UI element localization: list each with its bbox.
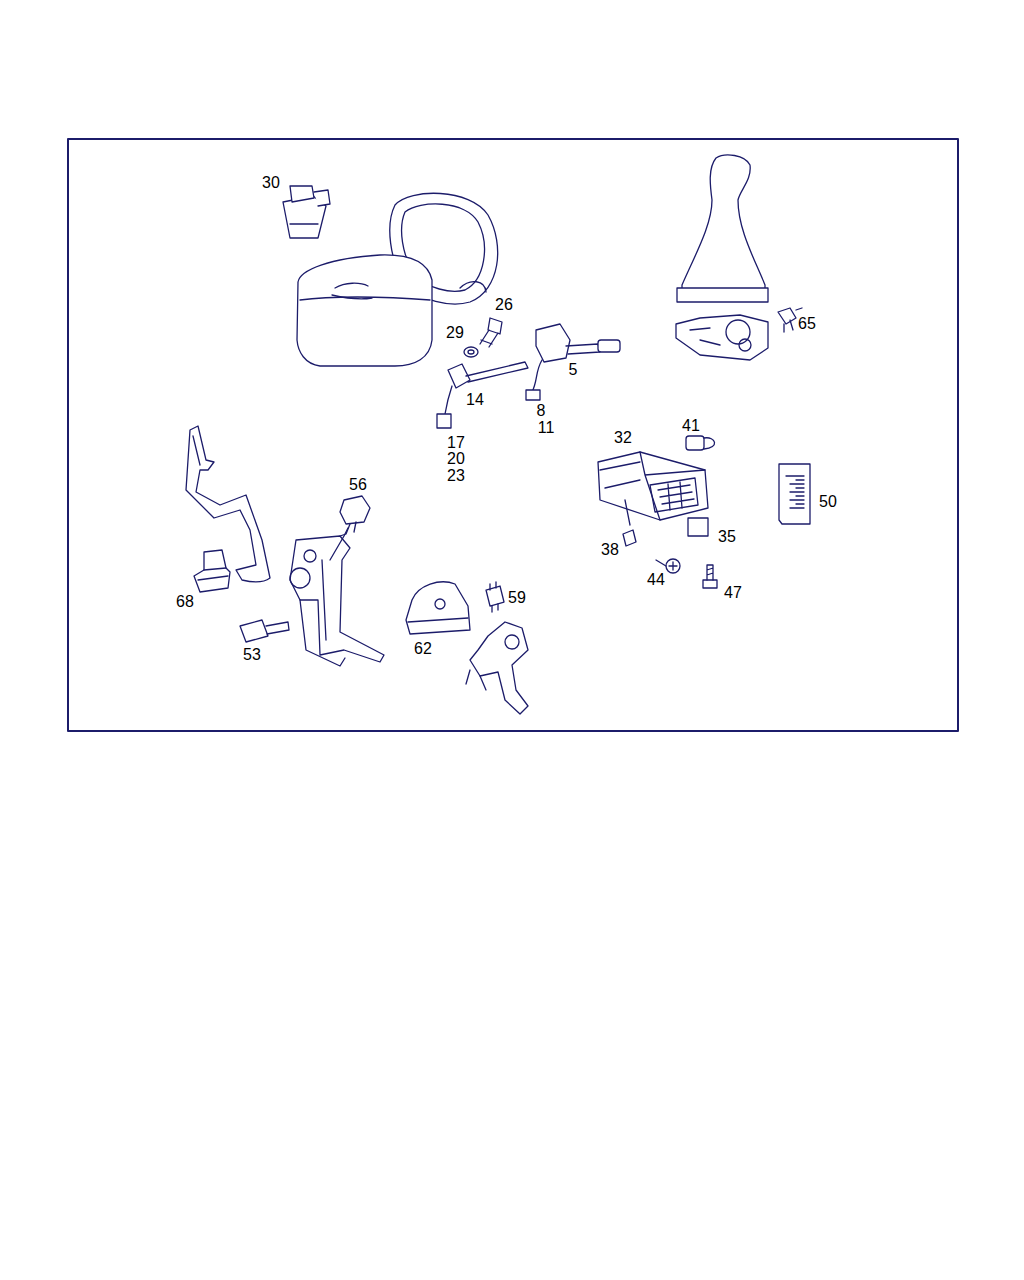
callout-number: 38 <box>600 541 620 559</box>
switch-68 <box>194 550 230 592</box>
mechanism <box>466 622 528 714</box>
callout-number: 23 <box>446 467 466 485</box>
bolt-47 <box>703 565 717 588</box>
sensor-56 <box>340 496 370 536</box>
bolt-26 <box>480 318 502 347</box>
frame <box>68 139 958 731</box>
callout-number: 47 <box>723 584 743 602</box>
callout-number: 50 <box>818 493 838 511</box>
fuse-module-32 <box>598 452 708 525</box>
pedal-bracket <box>186 426 270 582</box>
gear-shifter <box>676 155 768 360</box>
callout-number: 44 <box>646 571 666 589</box>
screw-44 <box>656 559 680 573</box>
connector-59 <box>486 582 504 612</box>
document-50 <box>779 464 810 524</box>
washer-29 <box>464 347 478 357</box>
steering-wheel <box>297 193 498 366</box>
switch-5 <box>526 324 620 400</box>
callout-number: 68 <box>175 593 195 611</box>
callout-number: 26 <box>494 296 514 314</box>
cover-62 <box>406 582 470 634</box>
callout-number: 29 <box>445 324 465 342</box>
bulb-41 <box>686 436 715 450</box>
callout-number: 59 <box>507 589 527 607</box>
callout-number: 53 <box>242 646 262 664</box>
switch-53 <box>240 620 289 642</box>
callout-number: 35 <box>717 528 737 546</box>
clip-38 <box>623 530 636 546</box>
callout-number: 5 <box>568 361 579 379</box>
relay-35 <box>688 518 708 536</box>
switch-14 <box>437 362 528 428</box>
pedal-assembly <box>290 528 384 666</box>
callout-number: 20 <box>446 450 466 468</box>
callout-number: 65 <box>797 315 817 333</box>
callout-number: 17 <box>446 434 466 452</box>
callout-number: 11 <box>537 419 556 437</box>
callout-number: 32 <box>613 429 633 447</box>
callout-number: 8 <box>536 402 547 420</box>
callout-number: 14 <box>465 391 485 409</box>
callout-number: 62 <box>413 640 433 658</box>
callout-number: 30 <box>261 174 281 192</box>
callout-number: 56 <box>348 476 368 494</box>
callout-number: 41 <box>681 417 701 435</box>
switch-30 <box>283 186 330 238</box>
